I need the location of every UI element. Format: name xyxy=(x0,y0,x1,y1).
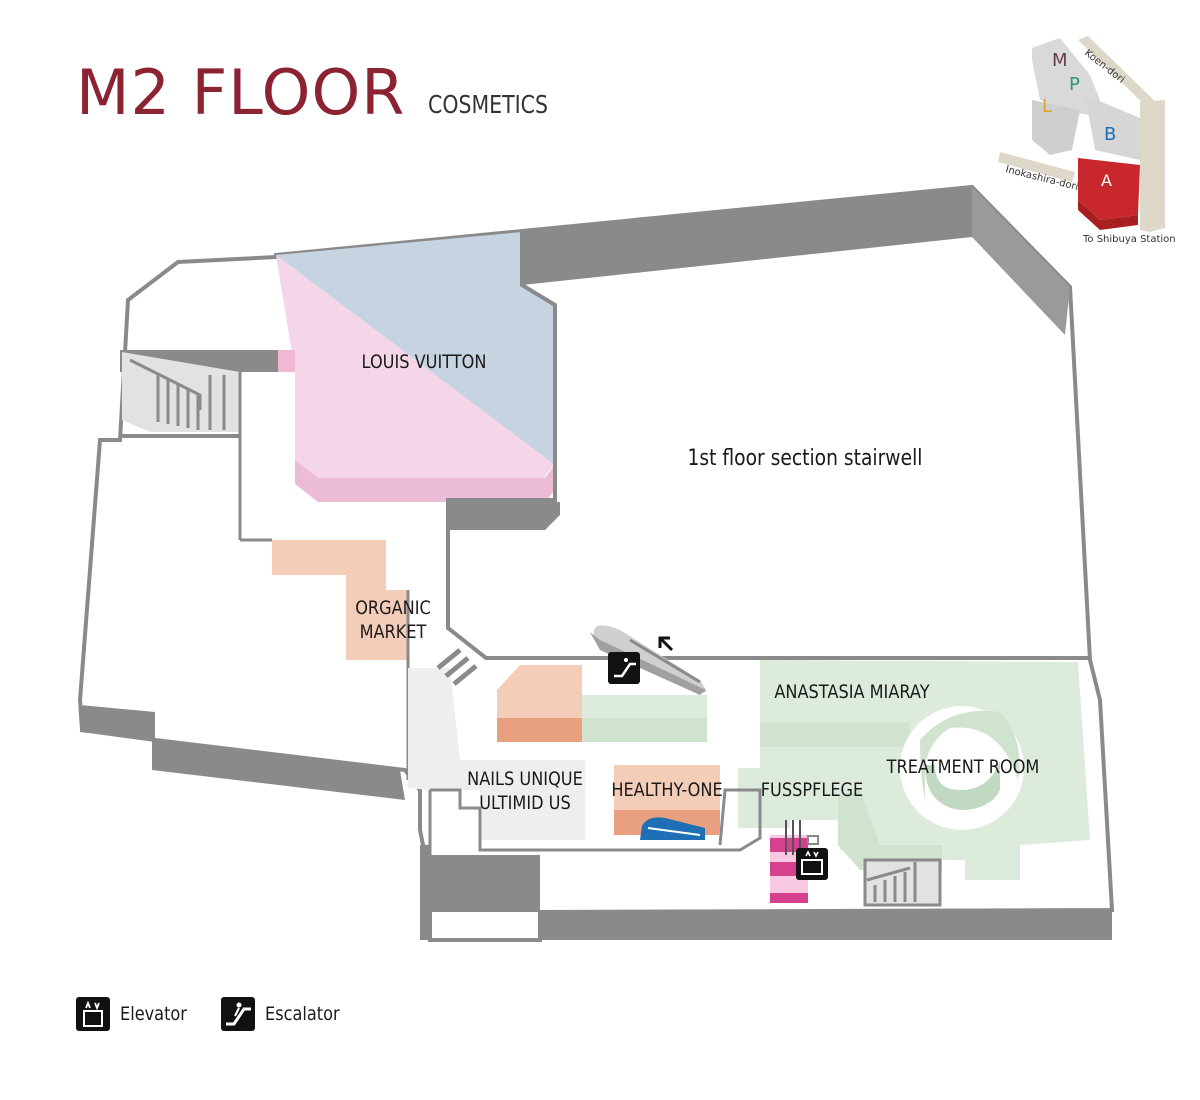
locator-map: M P L B A Koen-dori Inokashira-dori To S… xyxy=(998,36,1176,245)
stairwell-outline xyxy=(446,232,1090,660)
escalator-center xyxy=(590,625,706,695)
stair-steps-upper xyxy=(129,358,226,430)
center-green-bottom xyxy=(582,718,707,742)
label-organic-2: MARKET xyxy=(360,622,427,644)
legend-escalator-label: Escalator xyxy=(264,1003,340,1025)
locator-station: To Shibuya Station xyxy=(1082,234,1176,245)
label-nails-2: ULTIMID US xyxy=(479,793,571,815)
arrow-up-left-icon xyxy=(658,636,674,652)
elevator-icon-legend xyxy=(76,997,110,1031)
page-subtitle: COSMETICS xyxy=(428,90,549,119)
label-treatment-room: TREATMENT ROOM xyxy=(886,757,1040,779)
organic-market-area xyxy=(272,540,408,660)
louis-vuitton-base xyxy=(295,460,555,502)
elevator-icon[interactable] xyxy=(796,848,828,880)
locator-b: B xyxy=(1104,124,1116,145)
wall-bottom xyxy=(420,845,1112,940)
wall-left-bottom xyxy=(80,705,405,800)
locator-m: M xyxy=(1052,50,1068,71)
locator-p: P xyxy=(1069,74,1080,95)
label-nails-1: NAILS UNIQUE xyxy=(467,769,583,791)
center-peach xyxy=(497,665,582,718)
escalator-icon[interactable] xyxy=(608,652,640,684)
label-louis-vuitton: LOUIS VUITTON xyxy=(362,352,487,374)
legend: Elevator Escalator xyxy=(76,996,375,1032)
anastasia-counter xyxy=(760,722,910,747)
stairs-lower-right xyxy=(863,858,942,907)
label-organic-1: ORGANIC xyxy=(355,598,431,620)
healthy-one-area xyxy=(614,765,720,810)
label-anastasia: ANASTASIA MIARAY xyxy=(774,682,929,704)
fusspflege-area xyxy=(738,768,790,828)
escalator-icon-legend xyxy=(220,997,255,1031)
label-healthy-one: HEALTHY-ONE xyxy=(611,780,722,802)
label-fusspflege: FUSSPFLEGE xyxy=(761,780,864,802)
label-stairwell: 1st floor section stairwell xyxy=(687,445,922,471)
center-orange xyxy=(497,718,582,742)
inner-wall-lower xyxy=(430,788,762,852)
lv-lower-wall xyxy=(448,502,560,530)
treatment-counter xyxy=(838,790,942,870)
page-title: M2 FLOOR xyxy=(76,56,406,129)
locator-a: A xyxy=(1101,171,1112,190)
louis-vuitton-pink xyxy=(276,255,555,500)
stairs-diagonal xyxy=(436,648,478,686)
corridor-gray xyxy=(408,668,585,840)
legend-elevator-label: Elevator xyxy=(120,1003,187,1025)
louis-vuitton-side xyxy=(278,350,295,372)
louis-vuitton-blue xyxy=(276,232,555,465)
locator-l: L xyxy=(1042,96,1052,117)
treatment-room-curve xyxy=(920,710,1020,800)
wall-top xyxy=(522,187,972,285)
wall-top-right xyxy=(972,187,1070,335)
wall-bottom-stub xyxy=(422,855,540,885)
